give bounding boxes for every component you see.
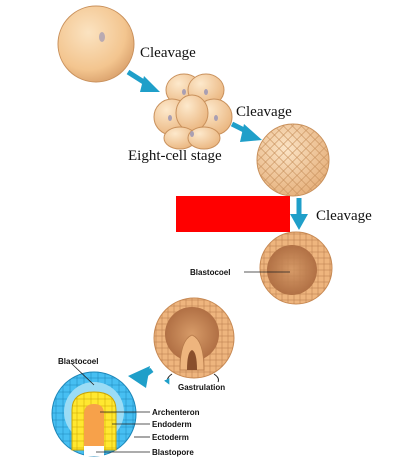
cleavage-label-1: Cleavage [140,45,196,61]
early-gastrula [153,297,235,385]
blastula [259,231,333,305]
arrow-gastrula-to-late-gastrula [128,366,154,388]
blastopore-label: Blastopore [152,448,194,457]
redaction-box [176,196,290,232]
ectoderm-label: Ectoderm [152,433,189,442]
gastrulation-label: Gastrulation [178,383,225,392]
blastocoel-label-gastrula: Blastocoel [58,357,98,366]
arrow-zygote-to-eight-cell [126,69,160,92]
blastocoel-label-blastula: Blastocoel [190,268,230,277]
late-gastrula [51,371,137,457]
archenteron-label: Archenteron [152,408,200,417]
eight-cell-embryo [153,73,233,150]
arrow-morula-to-blastula [290,198,308,230]
eight-cell-stage-label: Eight-cell stage [128,148,222,164]
late-gastrula-pointers [71,363,150,453]
endoderm-label: Endoderm [152,420,192,429]
arrow-eight-cell-to-morula [230,121,262,142]
zygote [57,5,135,83]
morula [256,123,330,197]
cleavage-label-2: Cleavage [236,104,292,120]
cleavage-label-3: Cleavage [316,208,372,224]
